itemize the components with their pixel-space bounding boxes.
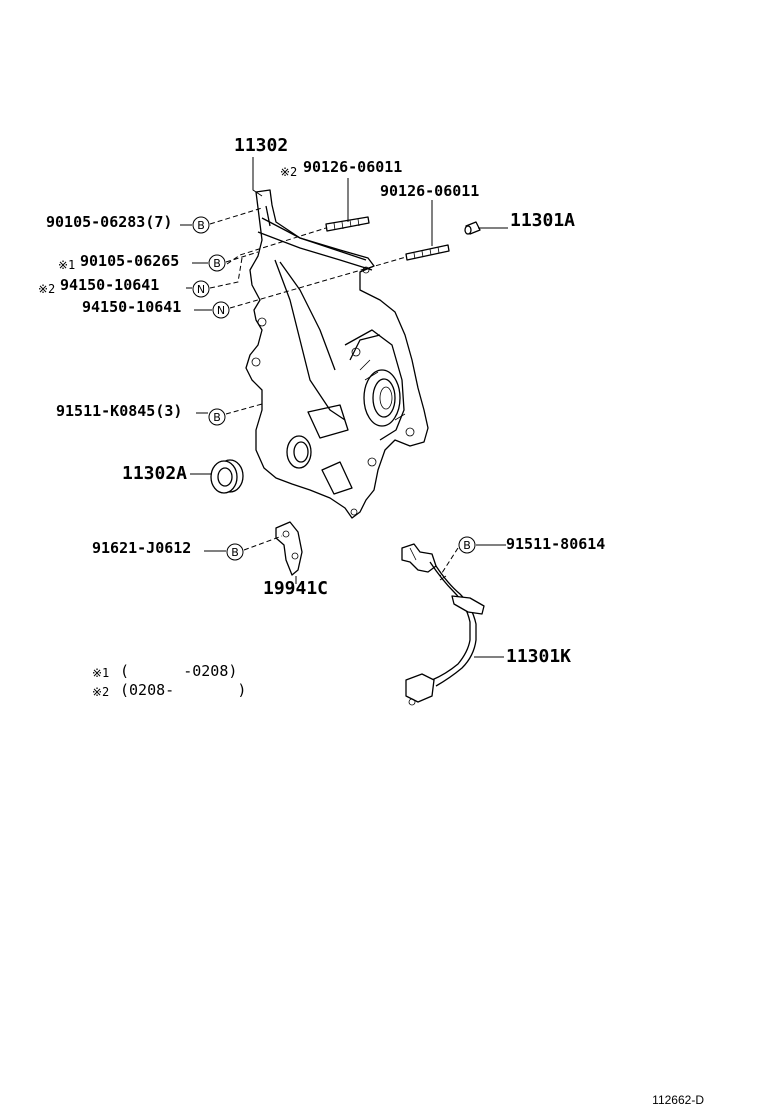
- stud-bolt-right: [405, 244, 450, 261]
- note-1-text: ( -0208): [120, 662, 237, 680]
- label-11301k: 11301K: [506, 646, 571, 667]
- label-90126-06011-top: 90126-06011: [303, 158, 402, 176]
- svg-text:B: B: [197, 219, 205, 232]
- svg-text:N: N: [217, 304, 225, 317]
- circle-marker-b-3: B: [208, 408, 226, 426]
- label-90126-06011-right: 90126-06011: [380, 182, 479, 200]
- label-19941c: 19941C: [263, 578, 328, 599]
- svg-text:B: B: [213, 411, 221, 424]
- label-91511-80614: 91511-80614: [506, 535, 605, 553]
- label-90105-06265: 90105-06265: [80, 252, 179, 270]
- label-91621-j0612: 91621-J0612: [92, 539, 191, 557]
- svg-text:B: B: [231, 546, 239, 559]
- dowel-pin-11301a: [464, 221, 481, 235]
- label-11302: 11302: [234, 135, 288, 156]
- bracket-19941c: [275, 521, 303, 576]
- label-90105-06283: 90105-06283(7): [46, 213, 172, 231]
- circle-marker-n-1: N: [192, 280, 210, 298]
- circle-marker-b-5: B: [458, 536, 476, 554]
- svg-text:B: B: [213, 257, 221, 270]
- label-94150-10641-b: 94150-10641: [82, 298, 181, 316]
- label-94150-10641-a: 94150-10641: [60, 276, 159, 294]
- circle-marker-b-1: B: [192, 216, 210, 234]
- note-1-mark: ※1: [92, 666, 109, 680]
- footnotes: ※1 ( -0208) ※2 (0208- ): [92, 662, 246, 699]
- note-2-mark: ※2: [92, 685, 109, 699]
- svg-text:B: B: [463, 539, 471, 552]
- svg-text:N: N: [197, 283, 205, 296]
- label-91511-k0845: 91511-K0845(3): [56, 402, 182, 420]
- circle-marker-n-2: N: [212, 301, 230, 319]
- circle-marker-b-2: B: [208, 254, 226, 272]
- label-90126-top-mark: ※2: [280, 165, 297, 179]
- circle-marker-b-4: B: [226, 543, 244, 561]
- label-94150-a-mark: ※2: [38, 282, 55, 296]
- label-90105-06265-mark: ※1: [58, 258, 75, 272]
- note-2-text: (0208- ): [120, 681, 246, 699]
- stud-bolt-upper: [325, 216, 370, 232]
- leader-lines: [180, 157, 508, 658]
- label-11302a: 11302A: [122, 463, 187, 484]
- label-11301a: 11301A: [510, 210, 575, 231]
- sensor-harness-11301k: [401, 543, 485, 706]
- diagram-reference-code: 112662-D: [652, 1093, 704, 1107]
- timing-cover-drawing: [245, 189, 429, 519]
- oil-seal-11302a: [210, 459, 244, 494]
